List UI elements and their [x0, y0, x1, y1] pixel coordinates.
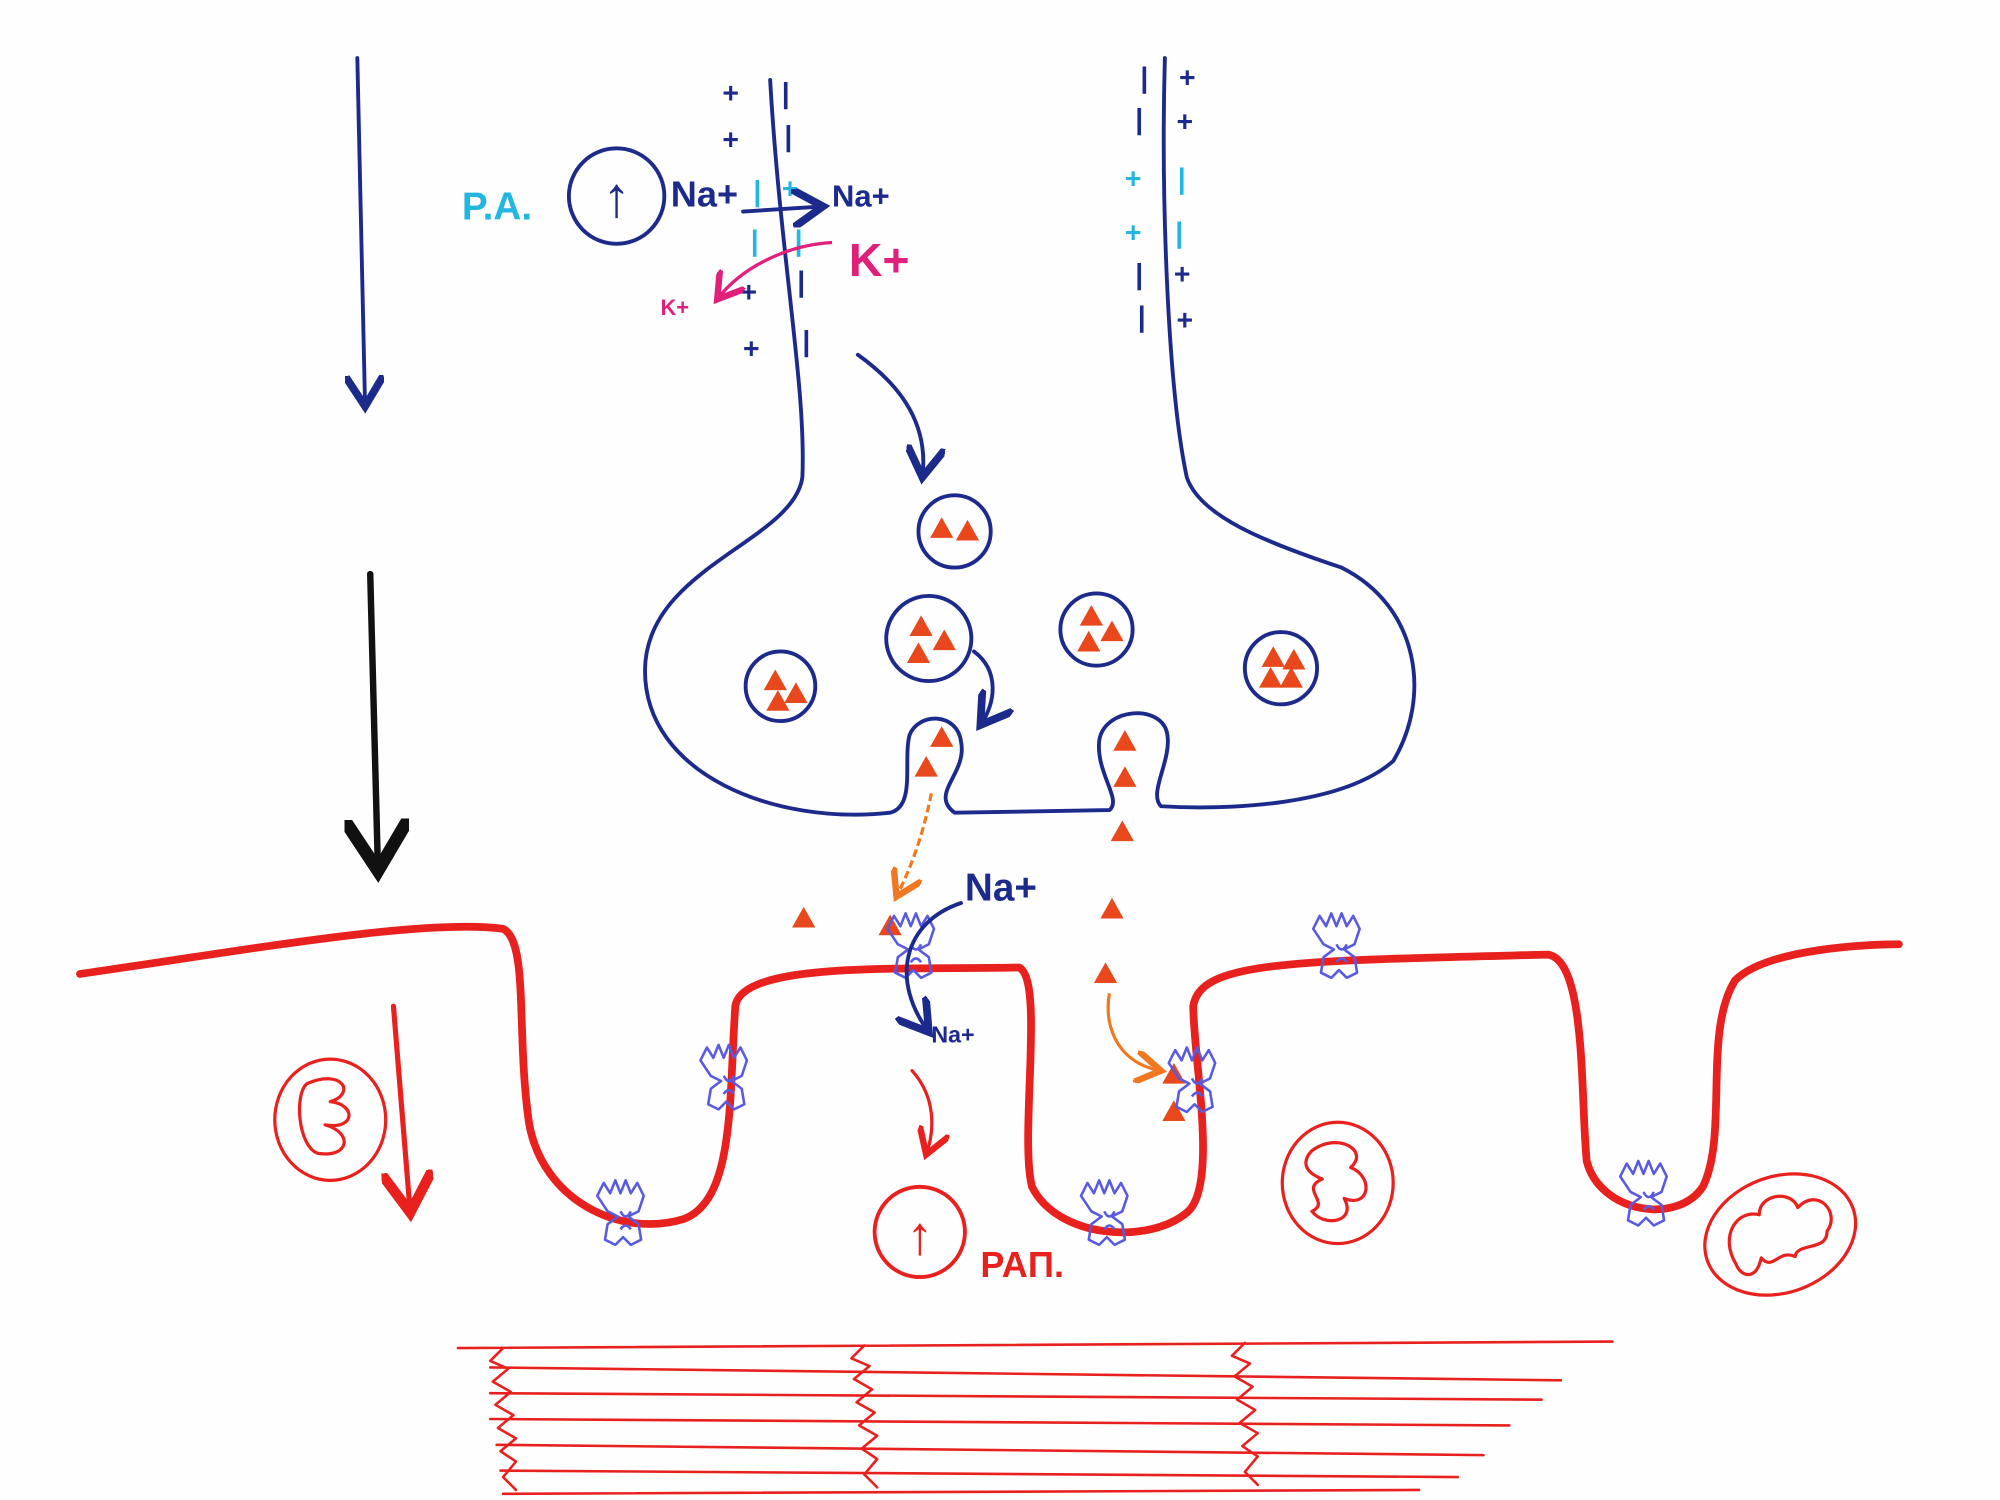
increase-symbol-muscle: ↑ — [906, 1206, 933, 1266]
sodium-label-muscle: Na+ — [931, 1021, 974, 1047]
charge-minus: | — [802, 326, 810, 358]
vesicle-movement-arrow — [855, 352, 923, 478]
sodium-label-outside: Na+ — [671, 173, 738, 214]
signal-direction-arrow-synapse — [370, 570, 378, 871]
charge-minus: | — [753, 176, 761, 208]
diffusion-arrow-left — [897, 793, 933, 896]
muscle-myofibrils — [456, 1340, 1614, 1496]
mitochondrion — [273, 1057, 388, 1182]
charge-minus: | — [784, 121, 792, 153]
charge-minus: | — [1135, 104, 1143, 136]
neurotransmitter-molecules — [792, 726, 1186, 1122]
mitochondrion — [1280, 1120, 1395, 1246]
charge-minus: | — [1175, 218, 1183, 250]
signal-direction-arrow-neuron — [357, 56, 365, 406]
charge-minus: | — [1135, 259, 1143, 291]
charge-minus: | — [795, 225, 803, 257]
charge-minus: | — [1140, 63, 1148, 95]
vesicle — [916, 493, 993, 570]
vesicle — [1058, 591, 1135, 668]
synaptic-vesicles — [743, 493, 1320, 724]
charge-plus: + — [1125, 218, 1142, 250]
action-potential-label: P.A. — [462, 185, 532, 228]
diffusion-arrow-right — [1106, 993, 1161, 1070]
depolarization-arrow — [910, 1069, 932, 1155]
motor-end-plate-membrane — [76, 922, 1903, 1237]
receptor — [699, 1043, 749, 1111]
sodium-label-cleft: Na+ — [965, 866, 1037, 909]
receptor — [1618, 1159, 1668, 1227]
increase-circle-neuron — [566, 146, 667, 246]
vesicle — [743, 649, 818, 724]
charge-minus: | — [1178, 163, 1186, 195]
charge-plus: + — [1174, 259, 1191, 291]
charge-plus: + — [743, 334, 760, 366]
charge-minus: | — [1138, 301, 1146, 333]
sodium-label-inside-axon: Na+ — [832, 178, 890, 213]
left-axon-charges: + + + + + | | | | | | | — [722, 78, 810, 365]
potassium-label-inside: K+ — [849, 234, 910, 286]
potassium-label-outside: K+ — [660, 295, 689, 320]
charge-plus: + — [1176, 107, 1193, 139]
signal-direction-arrow-muscle — [393, 1003, 410, 1212]
sodium-influx-arrow — [741, 206, 823, 211]
charge-plus: + — [1176, 305, 1193, 337]
charge-plus: + — [740, 277, 757, 309]
charge-minus: | — [797, 267, 805, 299]
charge-minus: | — [751, 225, 759, 257]
presynaptic-terminal-membrane — [643, 56, 1417, 817]
vesicle — [1242, 630, 1320, 707]
end-plate-potential-label: ΡΑΠ. — [980, 1244, 1064, 1285]
charge-plus: + — [782, 174, 799, 206]
sodium-channel-arrow — [907, 901, 963, 1032]
charge-plus: + — [722, 78, 739, 110]
charge-plus: + — [1125, 163, 1142, 195]
mitochondrion — [1703, 1172, 1858, 1297]
charge-plus: + — [1179, 63, 1196, 95]
charge-plus: + — [722, 125, 739, 157]
receptor — [1311, 912, 1361, 980]
increase-circle-muscle — [872, 1184, 967, 1280]
vesicle-fusion-arrow — [972, 649, 993, 725]
acetylcholine-receptors — [595, 912, 1668, 1247]
increase-symbol-neuron: ↑ — [602, 167, 630, 230]
right-axon-charges: | | + + | | + + | | + + — [1125, 63, 1196, 338]
charge-minus: | — [782, 78, 790, 110]
potassium-efflux-arrow — [717, 240, 833, 300]
vesicle — [884, 594, 974, 684]
